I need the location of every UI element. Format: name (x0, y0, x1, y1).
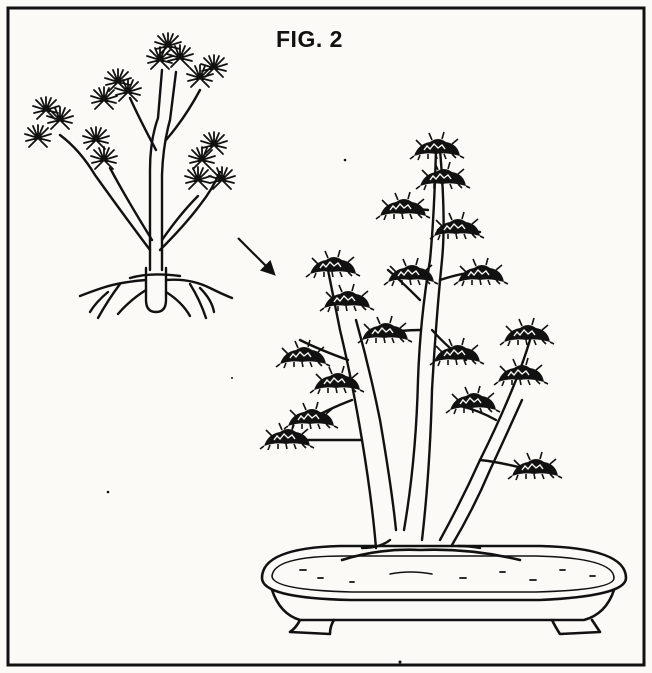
bonsai-foliage (260, 132, 562, 480)
arrow-icon (238, 238, 274, 274)
bonsai-pot (262, 546, 626, 634)
figure-border (8, 8, 644, 665)
seedling-foliage (25, 33, 235, 189)
seedling-drawing (60, 70, 232, 318)
